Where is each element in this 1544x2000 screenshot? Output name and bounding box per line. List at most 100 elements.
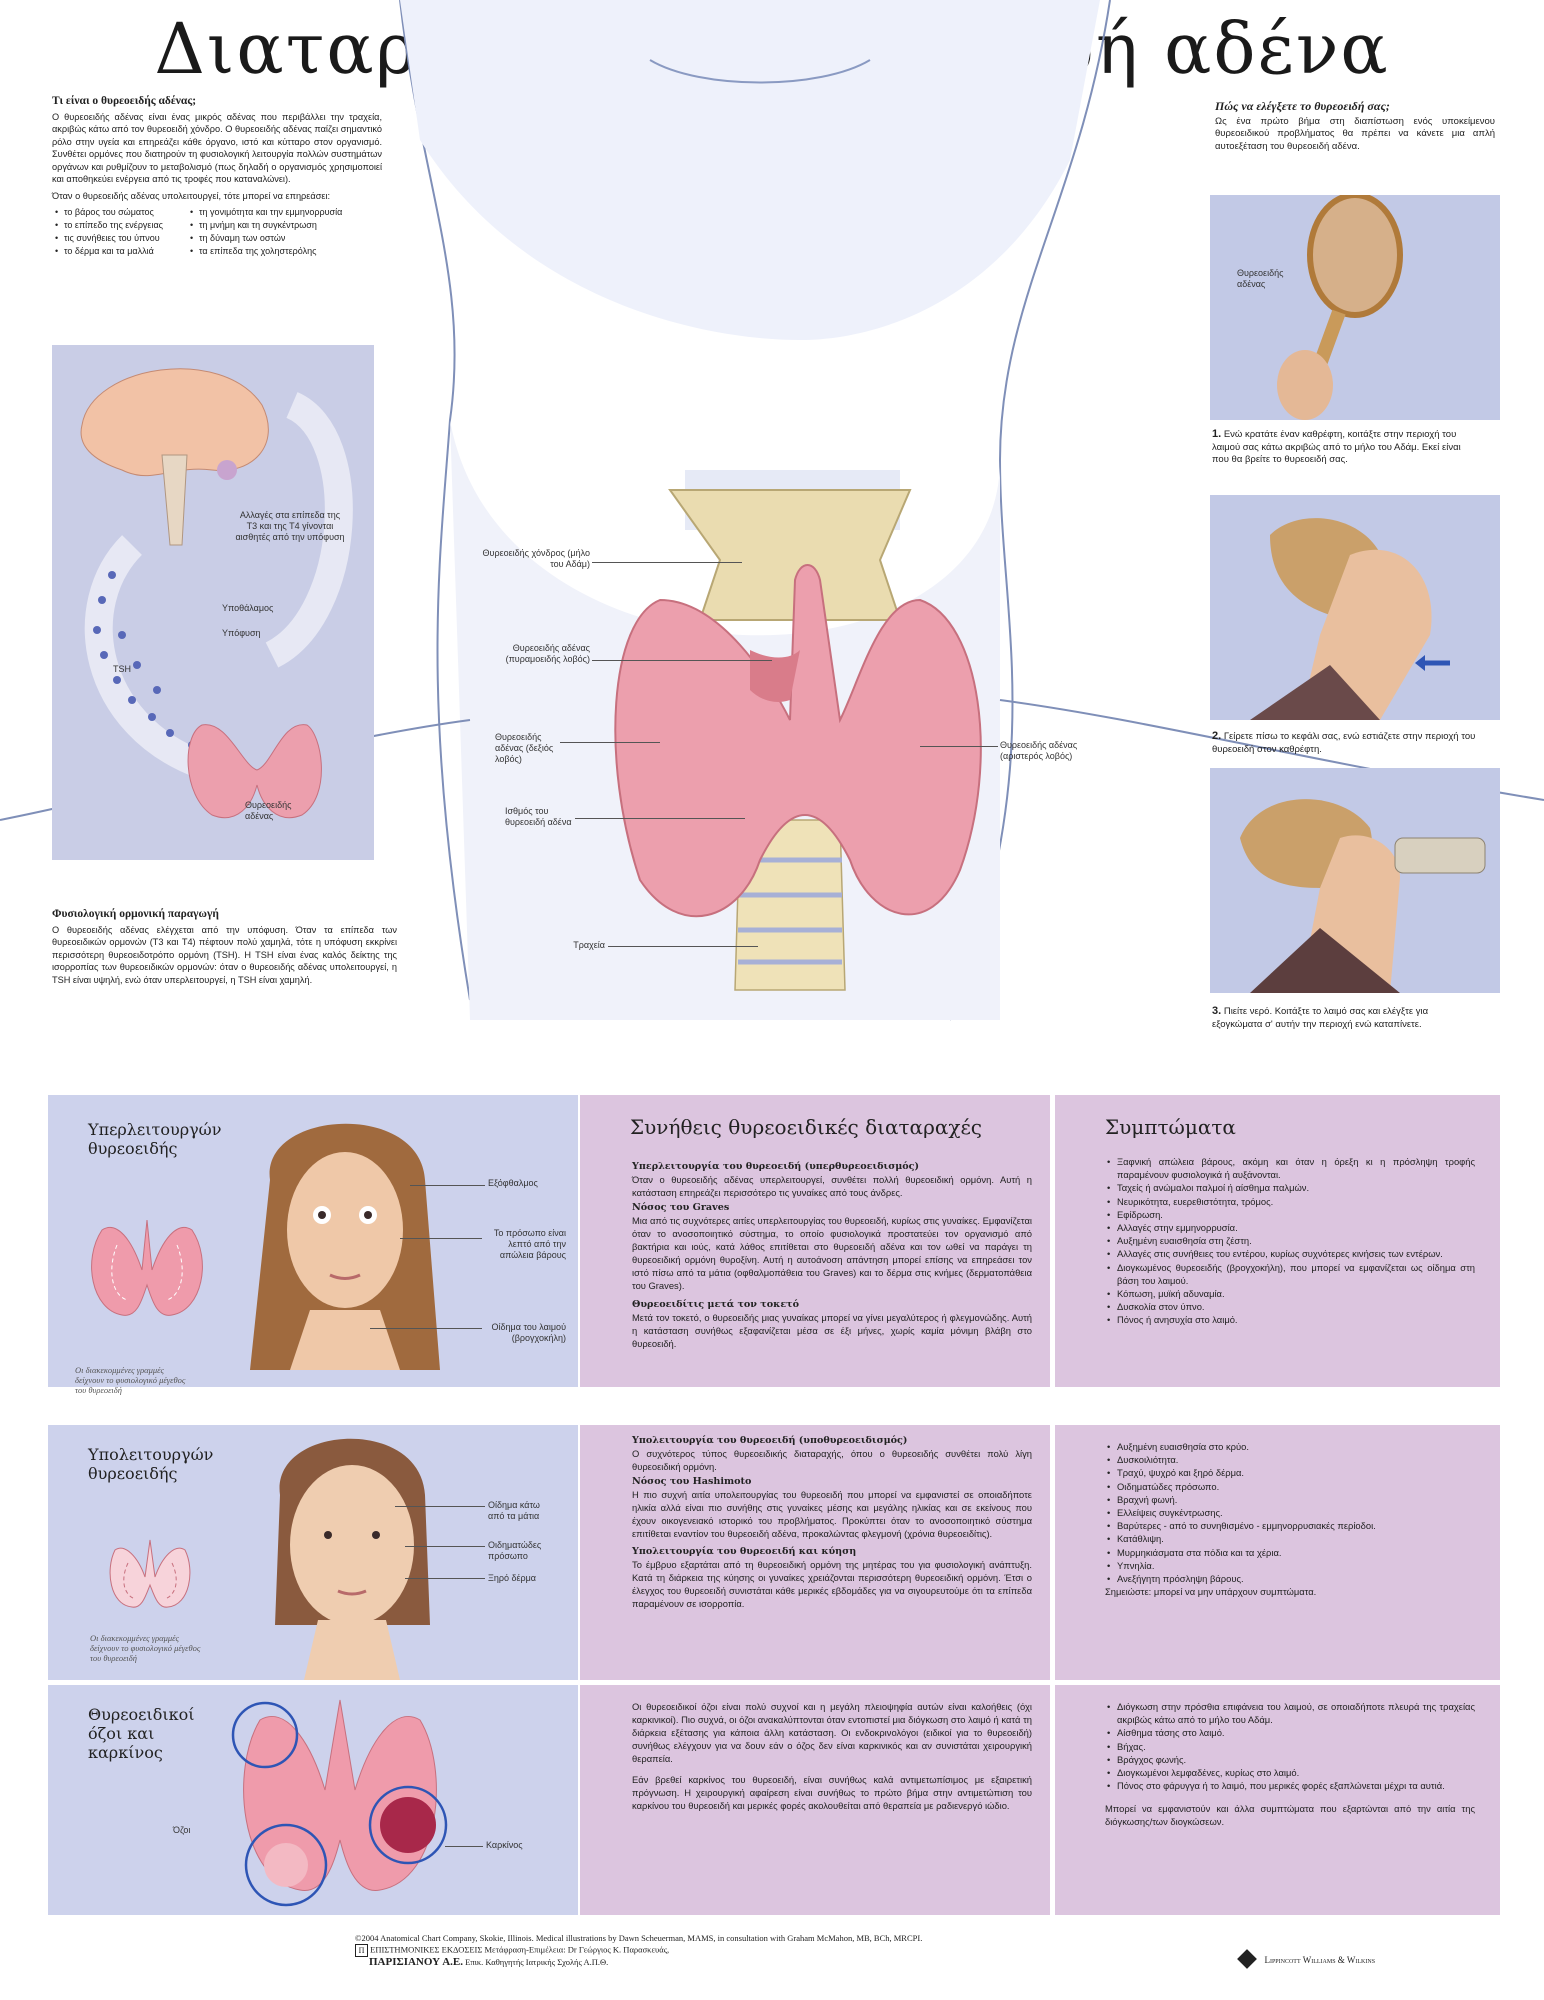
list-item: Διογκωμένοι λεμφαδένες, κυρίως στο λαιμό… <box>1107 1766 1475 1779</box>
list-item: Αίσθημα τάσης στο λαιμό. <box>1107 1726 1475 1739</box>
head-tilt-illustration <box>1250 518 1450 720</box>
footer-publisher: ΠΑΡΙΣΙΑΝΟΥ Α.Ε. Επικ. Καθηγητής Ιατρικής… <box>355 1957 1255 1968</box>
list-item: Αυξημένη ευαισθησία στο κρύο. <box>1107 1440 1475 1453</box>
list-item: Ελλείψεις συγκέντρωσης. <box>1107 1506 1475 1519</box>
publisher-brand: Lippincott Williams & Wilkins <box>1237 1948 1376 1969</box>
list-item: Πόνος ή ανησυχία στο λαιμό. <box>1107 1313 1475 1326</box>
intro-heading: Τι είναι ο θυρεοειδής αδένας; <box>52 95 197 107</box>
list-item: Υπνηλία. <box>1107 1559 1475 1572</box>
hypo-face-illustration <box>275 1438 430 1680</box>
leader-line <box>592 562 742 563</box>
step-3-text: Πιείτε νερό. Κοιτάξτε το λαιμό σας και ε… <box>1212 1006 1429 1030</box>
hypo-note: Οι διακεκομμένες γραμμές δείχνουν το φυσ… <box>90 1633 201 1663</box>
step-2-text: Γείρετε πίσω το κεφάλι σας, ενώ εστιάζετ… <box>1212 731 1476 755</box>
label-mirror-thyroid: Θυρεοειδής αδένας <box>1237 268 1284 289</box>
label-dry-skin: Ξηρό δέρμα <box>488 1573 537 1583</box>
label-feedback-note: Αλλαγές στα επίπεδα της T3 και της T4 γί… <box>235 510 345 542</box>
hypo-heading-3: Υπολειτουργία του θυρεοειδή και κύηση <box>632 1546 857 1557</box>
symptoms-header: Συμπτώματα <box>1105 1115 1236 1139</box>
hormone-feedback-diagram <box>80 368 353 819</box>
hyper-thyroid-illustration <box>91 1219 203 1316</box>
nodules-text: Οι θυρεοειδικοί όζοι είναι πολύ συχνοί κ… <box>632 1700 1032 1814</box>
hyper-title: Υπερλειτουργών θυρεοειδής <box>88 1120 222 1158</box>
leader-line <box>575 818 745 819</box>
leader-line <box>445 1846 483 1847</box>
self-check-intro: Πώς να ελέγξετε το θυρεοειδή σας; Ως ένα… <box>1215 100 1495 153</box>
list-item: Ανεξήγητη πρόσληψη βάρους. <box>1107 1572 1475 1585</box>
step-1-number: 1. <box>1212 428 1222 440</box>
hyper-face-illustration <box>250 1123 440 1370</box>
step-3: 3. Πιείτε νερό. Κοιτάξτε το λαιμό σας κα… <box>1212 1005 1477 1031</box>
label-exophthalmos: Εξόφθαλμος <box>488 1178 538 1188</box>
publisher-name: ΠΑΡΙΣΙΑΝΟΥ Α.Ε. <box>369 1956 463 1968</box>
leader-line <box>370 1328 482 1329</box>
leader-line <box>920 746 998 747</box>
list-item: Μυρμηκιάσματα στα πόδια και τα χέρια. <box>1107 1546 1475 1559</box>
hypo-disorders-text: Υπολειτουργία του θυρεοειδή (υποθυρεοειδ… <box>632 1432 1032 1612</box>
self-check-heading: Πώς να ελέγξετε το θυρεοειδή σας; <box>1215 99 1390 113</box>
nodules-symptoms: Διόγκωση στην πρόσθια επιφάνεια του λαιμ… <box>1105 1700 1475 1828</box>
list-item: Αλλαγές στην εμμηνορρυσία. <box>1107 1221 1475 1234</box>
label-thyroid-feedback: Θυρεοειδής αδένας <box>245 800 292 821</box>
nodules-thyroid-illustration <box>231 1699 448 1907</box>
step-1-text: Ενώ κρατάτε έναν καθρέφτη, κοιτάξτε στην… <box>1212 429 1461 465</box>
leader-line <box>608 946 758 947</box>
hypo-paragraph-1: Ο συχνότερος τύπος θυρεοειδικής διαταραχ… <box>632 1448 1032 1472</box>
hyper-heading-2: Νόσος του Graves <box>632 1202 730 1213</box>
hyper-paragraph-2: Μια από τις συχνότερες αιτίες υπερλειτου… <box>632 1215 1032 1291</box>
hypo-paragraph-2: Η πιο συχνή αιτία υπολειτουργίας του θυρ… <box>632 1489 1032 1539</box>
list-item: Δυσκολία στον ύπνο. <box>1107 1300 1475 1313</box>
list-item: τα επίπεδα της χοληστερόλης <box>190 245 349 258</box>
leader-line <box>395 1506 485 1507</box>
hyper-note: Οι διακεκομμένες γραμμές δείχνουν το φυσ… <box>75 1365 186 1395</box>
hypo-heading-1: Υπολειτουργία του θυρεοειδή (υποθυρεοειδ… <box>632 1435 908 1446</box>
leader-line <box>410 1185 485 1186</box>
hypo-middle-panel <box>580 1425 1050 1680</box>
list-item: τις συνήθειες του ύπνου <box>55 232 163 245</box>
footer-translation-text: ΕΠΙΣΤΗΜΟΝΙΚΕΣ ΕΚΔΟΣΕΙΣ Μετάφραση-Επιμέλε… <box>370 1944 670 1955</box>
label-thyroid-cartilage: Θυρεοειδής χόνδρος (μήλο του Αδάμ) <box>482 548 590 569</box>
label-nodules: Όζοι <box>173 1825 191 1835</box>
label-goiter: Οίδημα του λαιμού (βρογχοκήλη) <box>491 1322 566 1343</box>
list-item: Διόγκωση στην πρόσθια επιφάνεια του λαιμ… <box>1107 1700 1475 1726</box>
hyper-symptoms-list: Ξαφνική απώλεια βάρους, ακόμη και όταν η… <box>1105 1155 1475 1327</box>
hyper-symptoms: Ξαφνική απώλεια βάρους, ακόμη και όταν η… <box>1105 1155 1475 1327</box>
intro-bullets: το βάρος του σώματος το επίπεδο της ενέρ… <box>52 206 382 258</box>
intro-section: Τι είναι ο θυρεοειδής αδένας; Ο θυρεοειδ… <box>52 95 382 258</box>
drinking-illustration <box>1240 799 1486 993</box>
leader-line <box>560 742 660 743</box>
label-thin-face: Το πρόσωπο είναι λεπτό από την απώλεια β… <box>493 1228 566 1260</box>
list-item: Βαρύτερες - από το συνηθισμένο - εμμηνορ… <box>1107 1519 1475 1532</box>
step-2: 2. Γείρετε πίσω το κεφάλι σας, ενώ εστιά… <box>1212 730 1477 756</box>
list-item: Βράγχος φωνής. <box>1107 1753 1475 1766</box>
label-eye-swelling: Οίδημα κάτω από τα μάτια <box>488 1500 540 1521</box>
hypo-heading-2: Νόσος του Hashimoto <box>632 1476 752 1487</box>
list-item: το δέρμα και τα μαλλιά <box>55 245 163 258</box>
list-item: Ταχείς ή ανώμαλοι παλμοί ή αίσθημα παλμώ… <box>1107 1181 1475 1194</box>
intro-bullets-right: τη γονιμότητα και την εμμηνορρυσία τη μν… <box>187 206 349 258</box>
list-item: τη δύναμη των οστών <box>190 232 349 245</box>
label-left-lobe: Θυρεοειδής αδένας (αριστερός λοβός) <box>1000 740 1078 761</box>
list-item: Βήχας. <box>1107 1740 1475 1753</box>
list-item: Αλλαγές στις συνήθειες του εντέρου, κυρί… <box>1107 1247 1475 1260</box>
hypo-paragraph-3: Το έμβρυο εξαρτάται από τη θυρεοειδική ο… <box>632 1559 1032 1609</box>
mirror-icon <box>1277 192 1403 420</box>
self-check-text: Ως ένα πρώτο βήμα στη διαπίστωση ενός υπ… <box>1215 115 1495 152</box>
nodules-symptoms-note: Μπορεί να εμφανιστούν και άλλα συμπτώματ… <box>1105 1803 1475 1828</box>
brand-logo-icon <box>1237 1948 1257 1969</box>
list-item: Νευρικότητα, ευερεθιστότητα, τρόμος. <box>1107 1195 1475 1208</box>
label-hypothalamus: Υποθάλαμος <box>222 603 274 613</box>
list-item: τη μνήμη και τη συγκέντρωση <box>190 219 349 232</box>
footer-translation: Π ΕΠΙΣΤΗΜΟΝΙΚΕΣ ΕΚΔΟΣΕΙΣ Μετάφραση-Επιμέ… <box>355 1944 1255 1957</box>
list-item: Κόπωση, μυϊκή αδυναμία. <box>1107 1287 1475 1300</box>
intro-paragraph-1: Ο θυρεοειδής αδένας είναι ένας μικρός αδ… <box>52 111 382 185</box>
label-puffy-face: Οιδηματώδες πρόσωπο <box>488 1540 542 1561</box>
list-item: Αυξημένη ευαισθησία στη ζέστη. <box>1107 1234 1475 1247</box>
brand-name: Lippincott Williams & Wilkins <box>1264 1955 1376 1965</box>
step-1: 1. Ενώ κρατάτε έναν καθρέφτη, κοιτάξτε σ… <box>1212 428 1477 467</box>
neck-illustration <box>0 0 1544 1021</box>
disorders-header: Συνήθεις θυρεοειδικές διαταραχές <box>630 1115 983 1139</box>
list-item: Διογκωμένος θυρεοειδής (βρογχοκήλη), που… <box>1107 1261 1475 1287</box>
list-item: Εφίδρωση. <box>1107 1208 1475 1221</box>
mirror-photo <box>1210 192 1500 420</box>
